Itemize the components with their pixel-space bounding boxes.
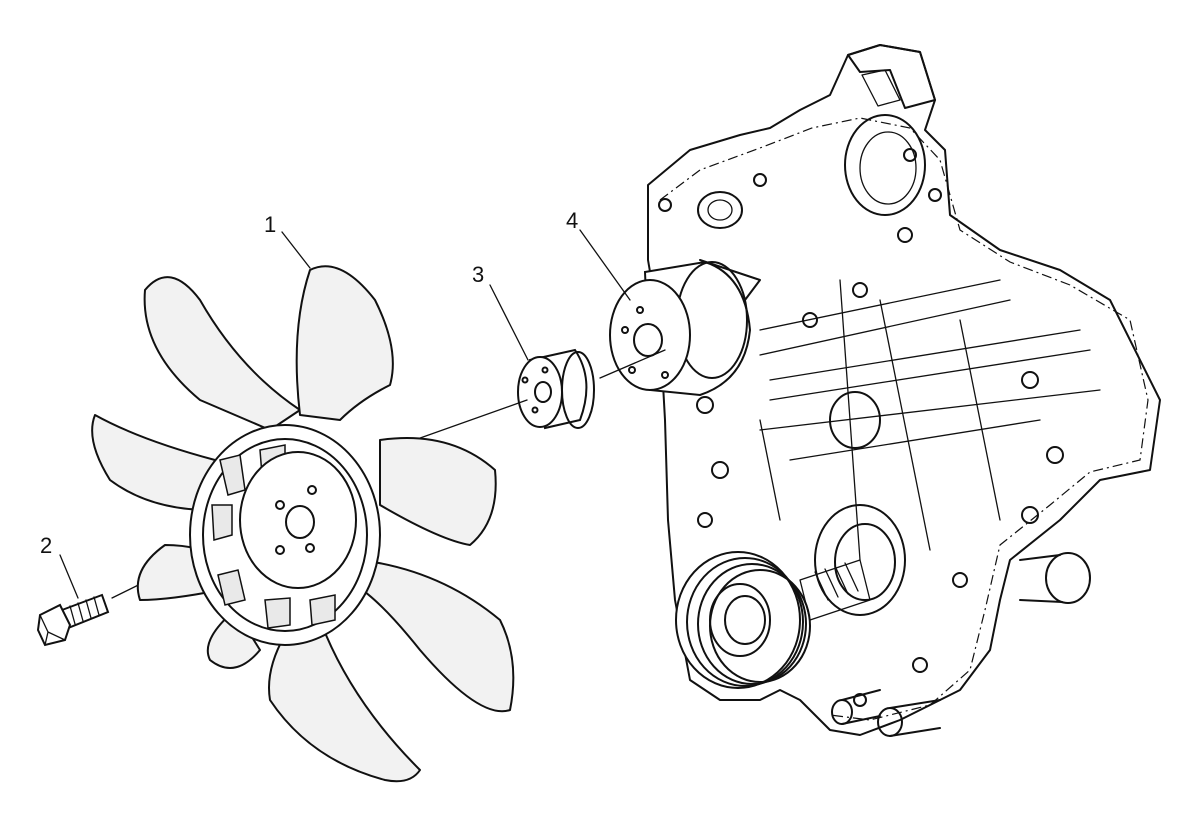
engine-gear-case [647, 44, 1161, 737]
cooling-fan [91, 265, 515, 783]
callout-3: 3 [472, 262, 484, 287]
water-pump-pulley [609, 259, 761, 397]
callout-4: 4 [566, 208, 578, 233]
flange-bolt [36, 593, 110, 647]
callout-1: 1 [264, 212, 276, 237]
callout-leaders [59, 229, 631, 599]
spacer [517, 348, 595, 430]
callout-2: 2 [40, 533, 52, 558]
crankshaft-pulley [675, 551, 871, 689]
